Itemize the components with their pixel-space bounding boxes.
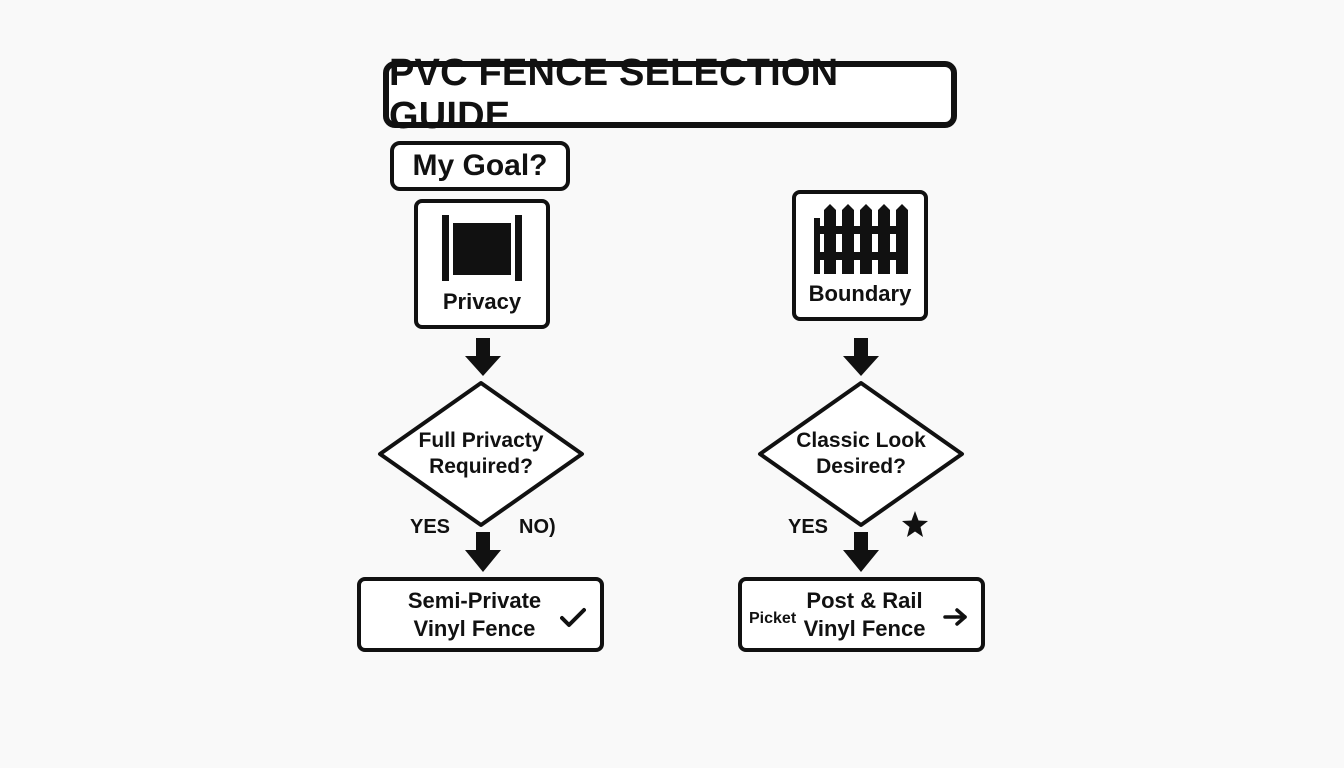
left-result-line1: Semi-Private — [407, 587, 542, 613]
privacy-option-label: Privacy — [442, 289, 522, 314]
checkmark-icon — [560, 608, 586, 627]
title-text: PVC FENCE SELECTION GUIDE — [389, 51, 839, 137]
goal-question-box: My Goal? — [390, 141, 570, 191]
down-arrow-icon — [465, 338, 501, 376]
left-no-label: NO) — [519, 516, 556, 538]
left-decision-diamond — [378, 381, 584, 527]
picket-prefix-label: Picket — [749, 610, 797, 627]
right-result-line1: Post & Rail — [806, 587, 923, 613]
right-result-line2: Vinyl Fence — [803, 615, 926, 641]
post-rail-result-box: Picket Post & Rail Vinyl Fence — [738, 577, 985, 652]
goal-question-text: My Goal? — [412, 149, 548, 182]
left-decision-line1: Full Privacty — [418, 429, 544, 452]
left-result-line2: Vinyl Fence — [413, 615, 536, 641]
picket-fence-icon — [814, 204, 908, 274]
semi-private-result-box: Semi-Private Vinyl Fence — [357, 577, 604, 652]
boundary-option-card: Boundary — [792, 190, 928, 321]
down-arrow-icon — [843, 532, 879, 572]
solid-panel-fence-icon — [442, 215, 522, 281]
right-arrow-icon — [943, 608, 967, 626]
right-decision-diamond — [758, 381, 964, 527]
left-decision-line2: Required? — [429, 455, 533, 478]
down-arrow-icon — [843, 338, 879, 376]
right-decision-text: Classic Look Desired? — [781, 428, 941, 480]
right-decision-line1: Classic Look — [796, 429, 926, 452]
privacy-option-card: Privacy — [414, 199, 550, 329]
right-yes-label: YES — [788, 516, 829, 538]
down-arrow-icon — [465, 532, 501, 572]
right-decision-line2: Desired? — [816, 455, 906, 478]
left-decision-text: Full Privacty Required? — [401, 428, 561, 480]
star-icon — [902, 511, 928, 537]
left-yes-label: YES — [410, 516, 451, 538]
page-title: PVC FENCE SELECTION GUIDE — [383, 52, 957, 137]
boundary-option-label: Boundary — [808, 281, 912, 306]
